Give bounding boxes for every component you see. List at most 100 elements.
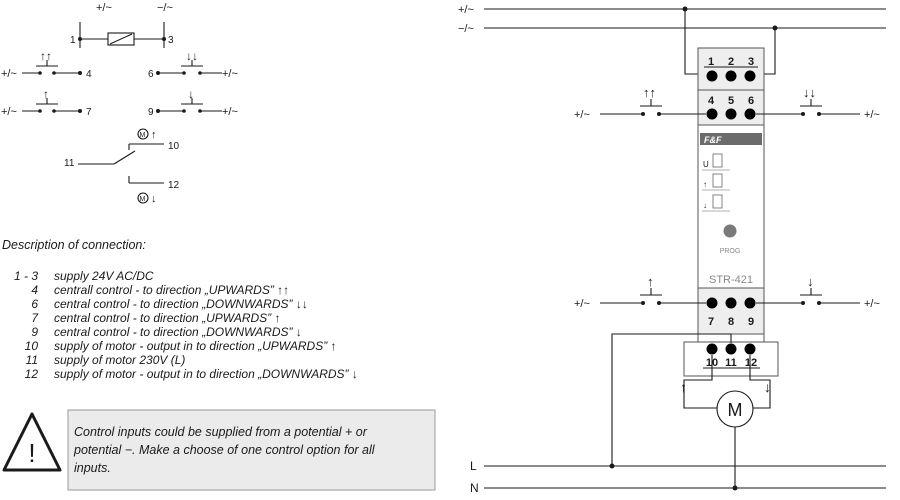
input7-supply-label: +/~ bbox=[574, 298, 590, 310]
schematic-terminal-4: 4 bbox=[86, 69, 92, 80]
schematic-input9-arrow: ↓ bbox=[188, 87, 194, 101]
terminal-screw-7 bbox=[706, 297, 718, 309]
description-text-6: supply of motor - output in to direction… bbox=[54, 339, 337, 353]
description-section: Description of connection: 1 - 3 supply … bbox=[2, 238, 358, 381]
terminal-6-label: 6 bbox=[748, 95, 754, 107]
input9-contact-a bbox=[801, 301, 805, 305]
input7-arrow: ↑ bbox=[647, 274, 654, 289]
schematic-terminal-3: 3 bbox=[168, 35, 174, 46]
schematic-terminal-11: 11 bbox=[64, 158, 75, 169]
schematic-terminal-1: 1 bbox=[70, 35, 76, 46]
warning-line-3: inputs. bbox=[74, 461, 111, 475]
schematic-supply-minus-label: −/~ bbox=[157, 2, 173, 14]
schematic-terminal-6: 6 bbox=[148, 69, 154, 80]
description-term-7: 11 bbox=[26, 353, 38, 367]
schematic-relay-switch bbox=[113, 150, 136, 165]
motor-line-wire bbox=[611, 333, 732, 466]
description-term-3: 6 bbox=[31, 297, 38, 311]
schematic-coil-slash bbox=[109, 33, 133, 45]
schematic-motor-up-symbol: M bbox=[140, 132, 146, 139]
svg-text:!: ! bbox=[28, 438, 35, 468]
description-term-6: 10 bbox=[25, 339, 39, 353]
schematic-input7-arrow: ↑ bbox=[43, 87, 49, 101]
description-term-5: 9 bbox=[31, 325, 38, 339]
led-u-indicator bbox=[712, 153, 723, 168]
schematic-input7-supply: +/~ bbox=[1, 106, 17, 118]
brand-logo: F&F bbox=[704, 135, 722, 145]
schematic-input6-contact-a bbox=[182, 71, 186, 75]
description-text-4: central control - to direction „UPWARDS”… bbox=[54, 311, 281, 325]
led-up-label: ↑ bbox=[703, 180, 707, 189]
input6-supply-label: +/~ bbox=[864, 109, 880, 121]
warning-line-2: potential −. Make a choose of one contro… bbox=[73, 443, 376, 457]
input4-arrows: ↑↑ bbox=[643, 85, 656, 100]
schematic-input4-contact-a bbox=[38, 71, 42, 75]
description-text-1: supply 24V AC/DC bbox=[54, 269, 154, 283]
terminal-screw-10 bbox=[706, 343, 718, 355]
schematic-motor-down-icon bbox=[137, 192, 149, 204]
schematic-input9-supply: +/~ bbox=[222, 106, 238, 118]
warning-line-1: Control inputs could be supplied from a … bbox=[74, 425, 368, 439]
motor-down-wire bbox=[749, 355, 771, 409]
input6-arrows: ↓↓ bbox=[803, 85, 816, 100]
schematic-motor-up-icon bbox=[137, 128, 149, 140]
schematic-input6-arrows: ↓↓ bbox=[186, 49, 198, 63]
schematic-input4-node bbox=[78, 71, 82, 75]
model-label: STR-421 bbox=[709, 274, 753, 286]
motor-down-arrow: ↓ bbox=[764, 379, 771, 395]
line-L-label: L bbox=[470, 459, 477, 473]
rail-minus-label: −/~ bbox=[458, 23, 474, 35]
terminal-4-label: 4 bbox=[708, 95, 715, 107]
terminal-8-label: 8 bbox=[728, 316, 734, 328]
input4-supply-label: +/~ bbox=[574, 109, 590, 121]
terminal-block-bottom bbox=[697, 287, 765, 335]
terminal-1-label: 1 bbox=[708, 56, 714, 68]
input6-contact-a bbox=[801, 112, 805, 116]
description-text-3: central control - to direction „DOWNWARD… bbox=[54, 297, 308, 311]
schematic-input6-supply: +/~ bbox=[222, 68, 238, 80]
motor-up-wire bbox=[683, 355, 717, 409]
terminal-11-label: 11 bbox=[725, 357, 737, 369]
terminal-9-label: 9 bbox=[748, 316, 754, 328]
description-term-4: 7 bbox=[31, 311, 39, 325]
terminal-3-label: 3 bbox=[748, 56, 754, 68]
schematic-motor-up-arrow: ↑ bbox=[151, 129, 157, 141]
terminal-screw-11 bbox=[725, 343, 737, 355]
input9-arrow: ↓ bbox=[807, 274, 814, 289]
terminal-screw-3 bbox=[744, 70, 756, 82]
warning-triangle-icon: ! bbox=[2, 412, 62, 472]
input7-contact-a bbox=[641, 301, 645, 305]
description-term-8: 12 bbox=[25, 367, 39, 381]
schematic-terminal-12: 12 bbox=[168, 180, 180, 191]
terminal-7-label: 7 bbox=[708, 316, 714, 328]
led-down-indicator bbox=[712, 194, 723, 209]
brand-bar bbox=[700, 133, 762, 145]
terminal-screw-9 bbox=[744, 297, 756, 309]
schematic-node-3 bbox=[162, 37, 166, 41]
warning-box bbox=[67, 409, 436, 491]
led-up-indicator bbox=[712, 173, 723, 188]
schematic-symbols: +/~ −/~ 1 3 +/~ ↑↑ 4 6 ↓↓ +/~ +/ bbox=[1, 2, 238, 205]
terminal-12-label: 12 bbox=[745, 357, 757, 369]
description-text-5: central control - to direction „DOWNWARD… bbox=[54, 325, 302, 339]
motor-up-arrow: ↑ bbox=[680, 379, 687, 395]
schematic-input4-arrows: ↑↑ bbox=[40, 49, 52, 63]
line-N-label: N bbox=[470, 481, 479, 495]
schematic-terminal-7: 7 bbox=[86, 107, 92, 118]
wiring-diagram: +/~ −/~ 1 2 3 4 5 6 F&F U ↑ bbox=[458, 4, 886, 495]
schematic-node-1 bbox=[78, 37, 82, 41]
description-text-7: supply of motor 230V (L) bbox=[54, 353, 185, 367]
schematic-input7-contact-a bbox=[38, 109, 42, 113]
terminal-screw-2 bbox=[725, 70, 737, 82]
led-u-label: U bbox=[703, 160, 709, 169]
prog-button[interactable] bbox=[723, 224, 737, 238]
warning-note: ! Control inputs could be supplied from … bbox=[2, 409, 436, 491]
terminal-2-label: 2 bbox=[728, 56, 734, 68]
terminal-screw-1 bbox=[706, 70, 718, 82]
line-N-junction bbox=[732, 485, 738, 491]
terminal-block-top bbox=[697, 47, 765, 91]
input9-supply-label: +/~ bbox=[864, 298, 880, 310]
terminal-screw-4 bbox=[706, 108, 718, 120]
input4-contact-a bbox=[641, 112, 645, 116]
